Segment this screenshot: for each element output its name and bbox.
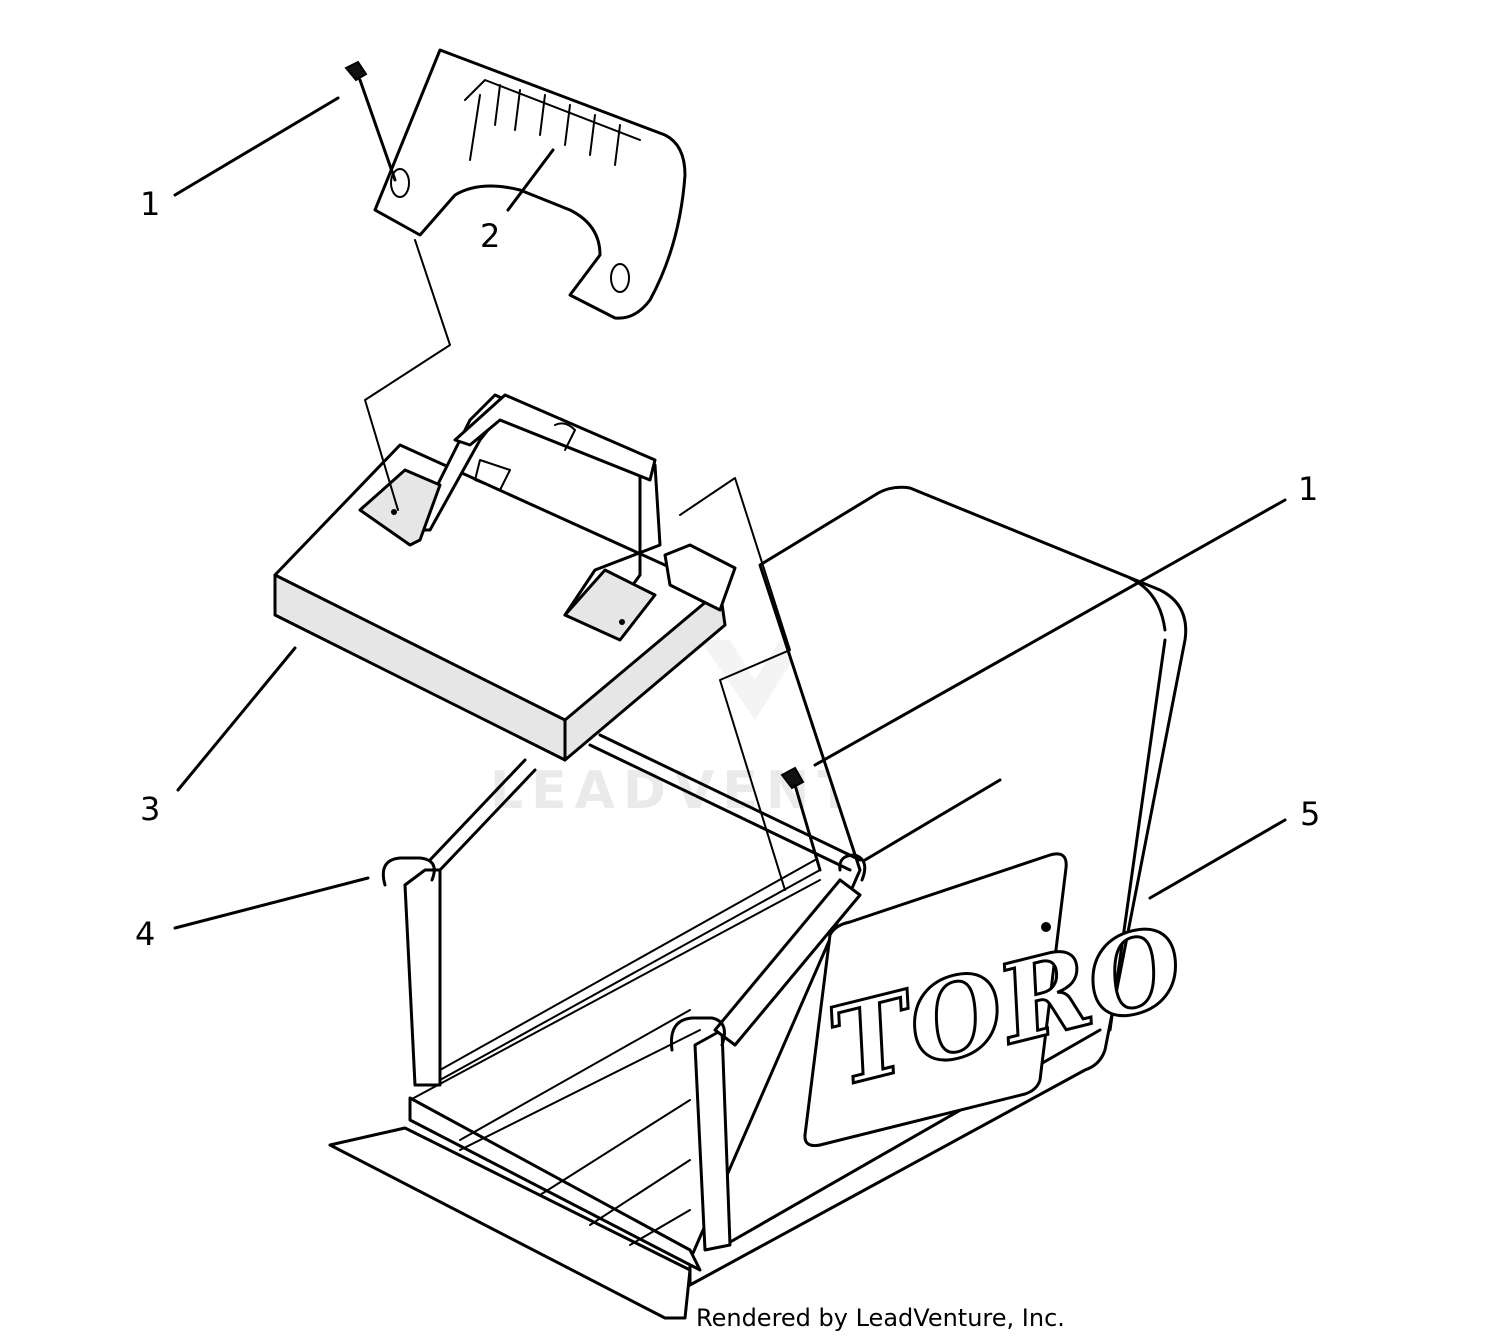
callout-1-bag: 1 xyxy=(1298,470,1318,508)
screw-top xyxy=(344,60,397,182)
render-credit: Rendered by LeadVenture, Inc. xyxy=(696,1304,1065,1332)
leader-1-top xyxy=(173,96,340,197)
assembly-guide-lines xyxy=(364,239,876,891)
grip-hole-right xyxy=(610,263,630,293)
callouts: 1 2 1 3 5 4 xyxy=(135,185,1320,953)
bag-body: TORO xyxy=(688,485,1197,1287)
leader-5 xyxy=(1148,818,1287,900)
callout-4: 4 xyxy=(135,915,155,953)
leader-1-bag xyxy=(813,498,1287,767)
screw-bag xyxy=(780,766,822,872)
leader-2 xyxy=(506,148,555,212)
frame-hook-left xyxy=(381,856,436,887)
handle-grip xyxy=(373,48,687,320)
bag-frame xyxy=(328,733,867,1320)
leader-4 xyxy=(173,876,370,930)
bag-top-cover xyxy=(273,393,737,762)
callout-5: 5 xyxy=(1300,795,1320,833)
leader-3 xyxy=(176,646,297,792)
callout-1-top: 1 xyxy=(140,185,160,223)
callout-leaders xyxy=(173,96,1287,930)
toro-logo-plate xyxy=(803,852,1068,1147)
frame-hook-right xyxy=(669,1016,726,1052)
callout-3: 3 xyxy=(140,790,160,828)
callout-2: 2 xyxy=(480,217,500,255)
trademark-dot xyxy=(1041,922,1051,932)
grip-hole-left xyxy=(390,168,410,198)
